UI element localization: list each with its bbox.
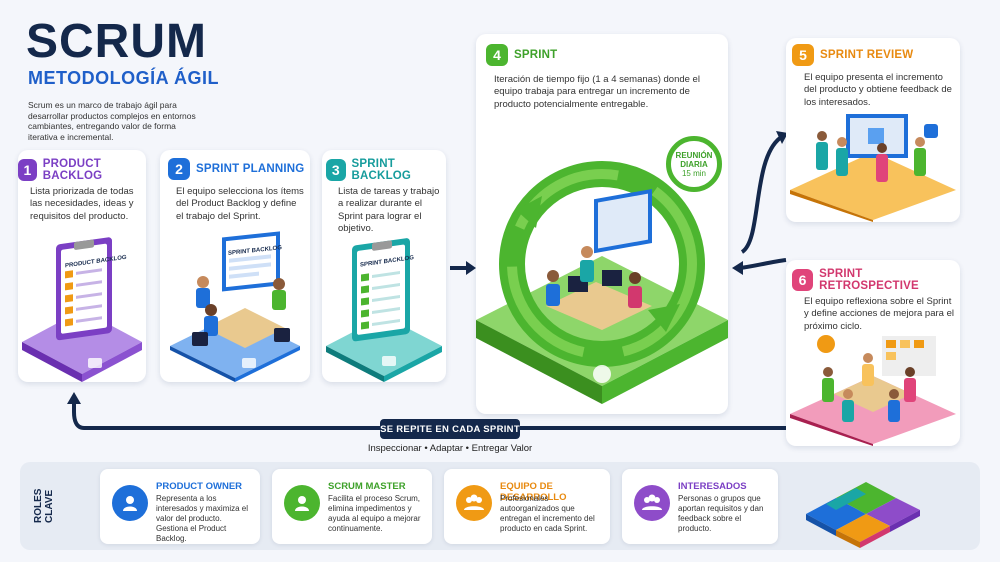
step-title: SPRINT RETROSPECTIVE (819, 268, 919, 292)
role-desc: Profesionales autoorganizados que entreg… (500, 494, 595, 533)
step-number: 2 (168, 158, 190, 180)
role-name: INTERESADOS (678, 481, 747, 492)
user-icon (284, 485, 320, 521)
daily-line3: 15 min (681, 168, 706, 178)
user-icon (112, 485, 148, 521)
step-card-sprint-backlog[interactable]: 3 SPRINT BACKLOG Lista de tareas y traba… (322, 150, 446, 382)
product-backlog-illustration: PRODUCT BACKLOG (22, 237, 142, 382)
step-desc: Lista de tareas y trabajo a realizar dur… (338, 186, 440, 235)
role-scrum-master[interactable]: SCRUM MASTER Facilita el proceso Scrum, … (272, 469, 432, 544)
step-desc: El equipo presenta el incremento del pro… (804, 72, 952, 108)
step-title: SPRINT (514, 49, 558, 61)
sprint-planning-illustration: SPRINT BACKLOG (170, 231, 300, 382)
board-label: SPRINT BACKLOG (228, 245, 282, 257)
step-card-product-backlog[interactable]: 1 PRODUCT BACKLOG Lista priorizada de to… (18, 150, 146, 382)
sprint-retrospective-illustration (790, 335, 956, 446)
step-desc: Lista priorizada de todas las necesidade… (30, 186, 134, 222)
step-desc: El equipo selecciona los ítems del Produ… (176, 186, 304, 222)
step-desc: El equipo reflexiona sobre el Sprint y d… (804, 296, 954, 332)
role-desc: Personas o grupos que aportan requisitos… (678, 494, 764, 533)
step-title: SPRINT PLANNING (196, 163, 305, 175)
sprint-cycle-illustration (476, 161, 728, 404)
daily-line1: REUNIÓN (675, 150, 713, 160)
role-name: SCRUM MASTER (328, 481, 406, 492)
step-title: SPRINT REVIEW (820, 49, 914, 61)
step-card-sprint-review[interactable]: 5 SPRINT REVIEW El equipo presenta el in… (786, 38, 960, 222)
role-name: EQUIPO DE DESARROLLO (500, 481, 567, 503)
intro-text: Scrum es un marco de trabajo ágil para d… (28, 100, 196, 142)
group-icon (634, 485, 670, 521)
cycle-label: SE REPITE EN CADA SPRINT (380, 419, 520, 439)
step-number: 1 (18, 159, 37, 181)
role-name: PRODUCT OWNER (156, 481, 243, 492)
step-card-sprint-retrospective[interactable]: 6 SPRINT RETROSPECTIVE El equipo reflexi… (786, 260, 960, 446)
step-desc: Iteración de tiempo fijo (1 a 4 semanas)… (494, 74, 700, 110)
role-product-owner[interactable]: PRODUCT OWNER Representa a los interesad… (100, 469, 260, 544)
roles-label: ROLES CLAVE (33, 488, 55, 524)
step-number: 5 (792, 44, 814, 66)
team-icon (456, 485, 492, 521)
step-title: SPRINT BACKLOG (351, 158, 412, 182)
puzzle-icon (806, 482, 920, 548)
role-dev-team[interactable]: EQUIPO DE DESARROLLO Profesionales autoo… (444, 469, 610, 544)
step-number: 6 (792, 269, 814, 291)
step-number: 3 (326, 159, 346, 181)
step-number: 4 (486, 44, 508, 66)
role-desc: Facilita el proceso Scrum, elimina imped… (328, 494, 421, 533)
daily-meeting-badge: REUNIÓN DIARIA 15 min (666, 136, 722, 192)
role-stakeholders[interactable]: INTERESADOS Personas o grupos que aporta… (622, 469, 778, 544)
step-card-sprint[interactable]: 4 SPRINT Iteración de tiempo fijo (1 a 4… (476, 34, 728, 414)
step-card-sprint-planning[interactable]: 2 SPRINT PLANNING El equipo selecciona l… (160, 150, 310, 382)
sprint-review-illustration (790, 114, 956, 222)
step-title: PRODUCT BACKLOG (42, 158, 103, 182)
role-desc: Representa a los interesados y maximiza … (156, 494, 249, 543)
daily-line2: DIARIA (680, 159, 708, 169)
page-title: SCRUM (26, 15, 207, 68)
page-subtitle: METODOLOGÍA ÁGIL (28, 68, 219, 88)
sprint-backlog-illustration: SPRINT BACKLOG (326, 238, 442, 382)
cycle-sub: Inspeccionar • Adaptar • Entregar Valor (367, 443, 533, 454)
